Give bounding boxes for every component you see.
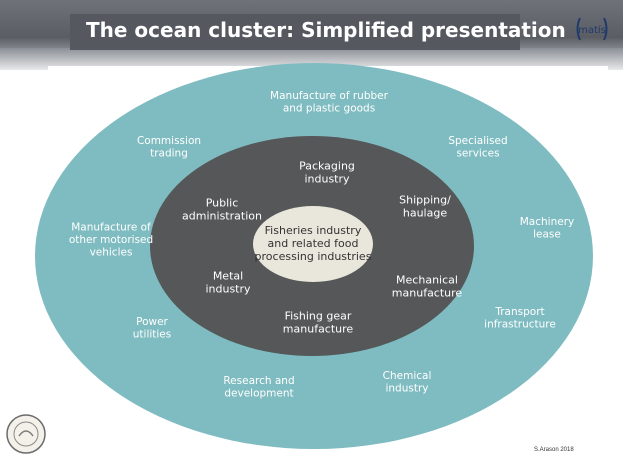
title-bar [70, 14, 520, 50]
university-seal [6, 414, 46, 454]
slide-title: The ocean cluster: Simplified presentati… [86, 18, 566, 42]
center-core [253, 206, 373, 282]
header-band [0, 48, 623, 70]
shipping-haulage-label: Shipping/haulage [399, 194, 451, 220]
logo-text: matís [578, 24, 606, 36]
footer-credit: S.Arason 2018 [534, 447, 574, 453]
matis-logo: matís [576, 17, 608, 41]
